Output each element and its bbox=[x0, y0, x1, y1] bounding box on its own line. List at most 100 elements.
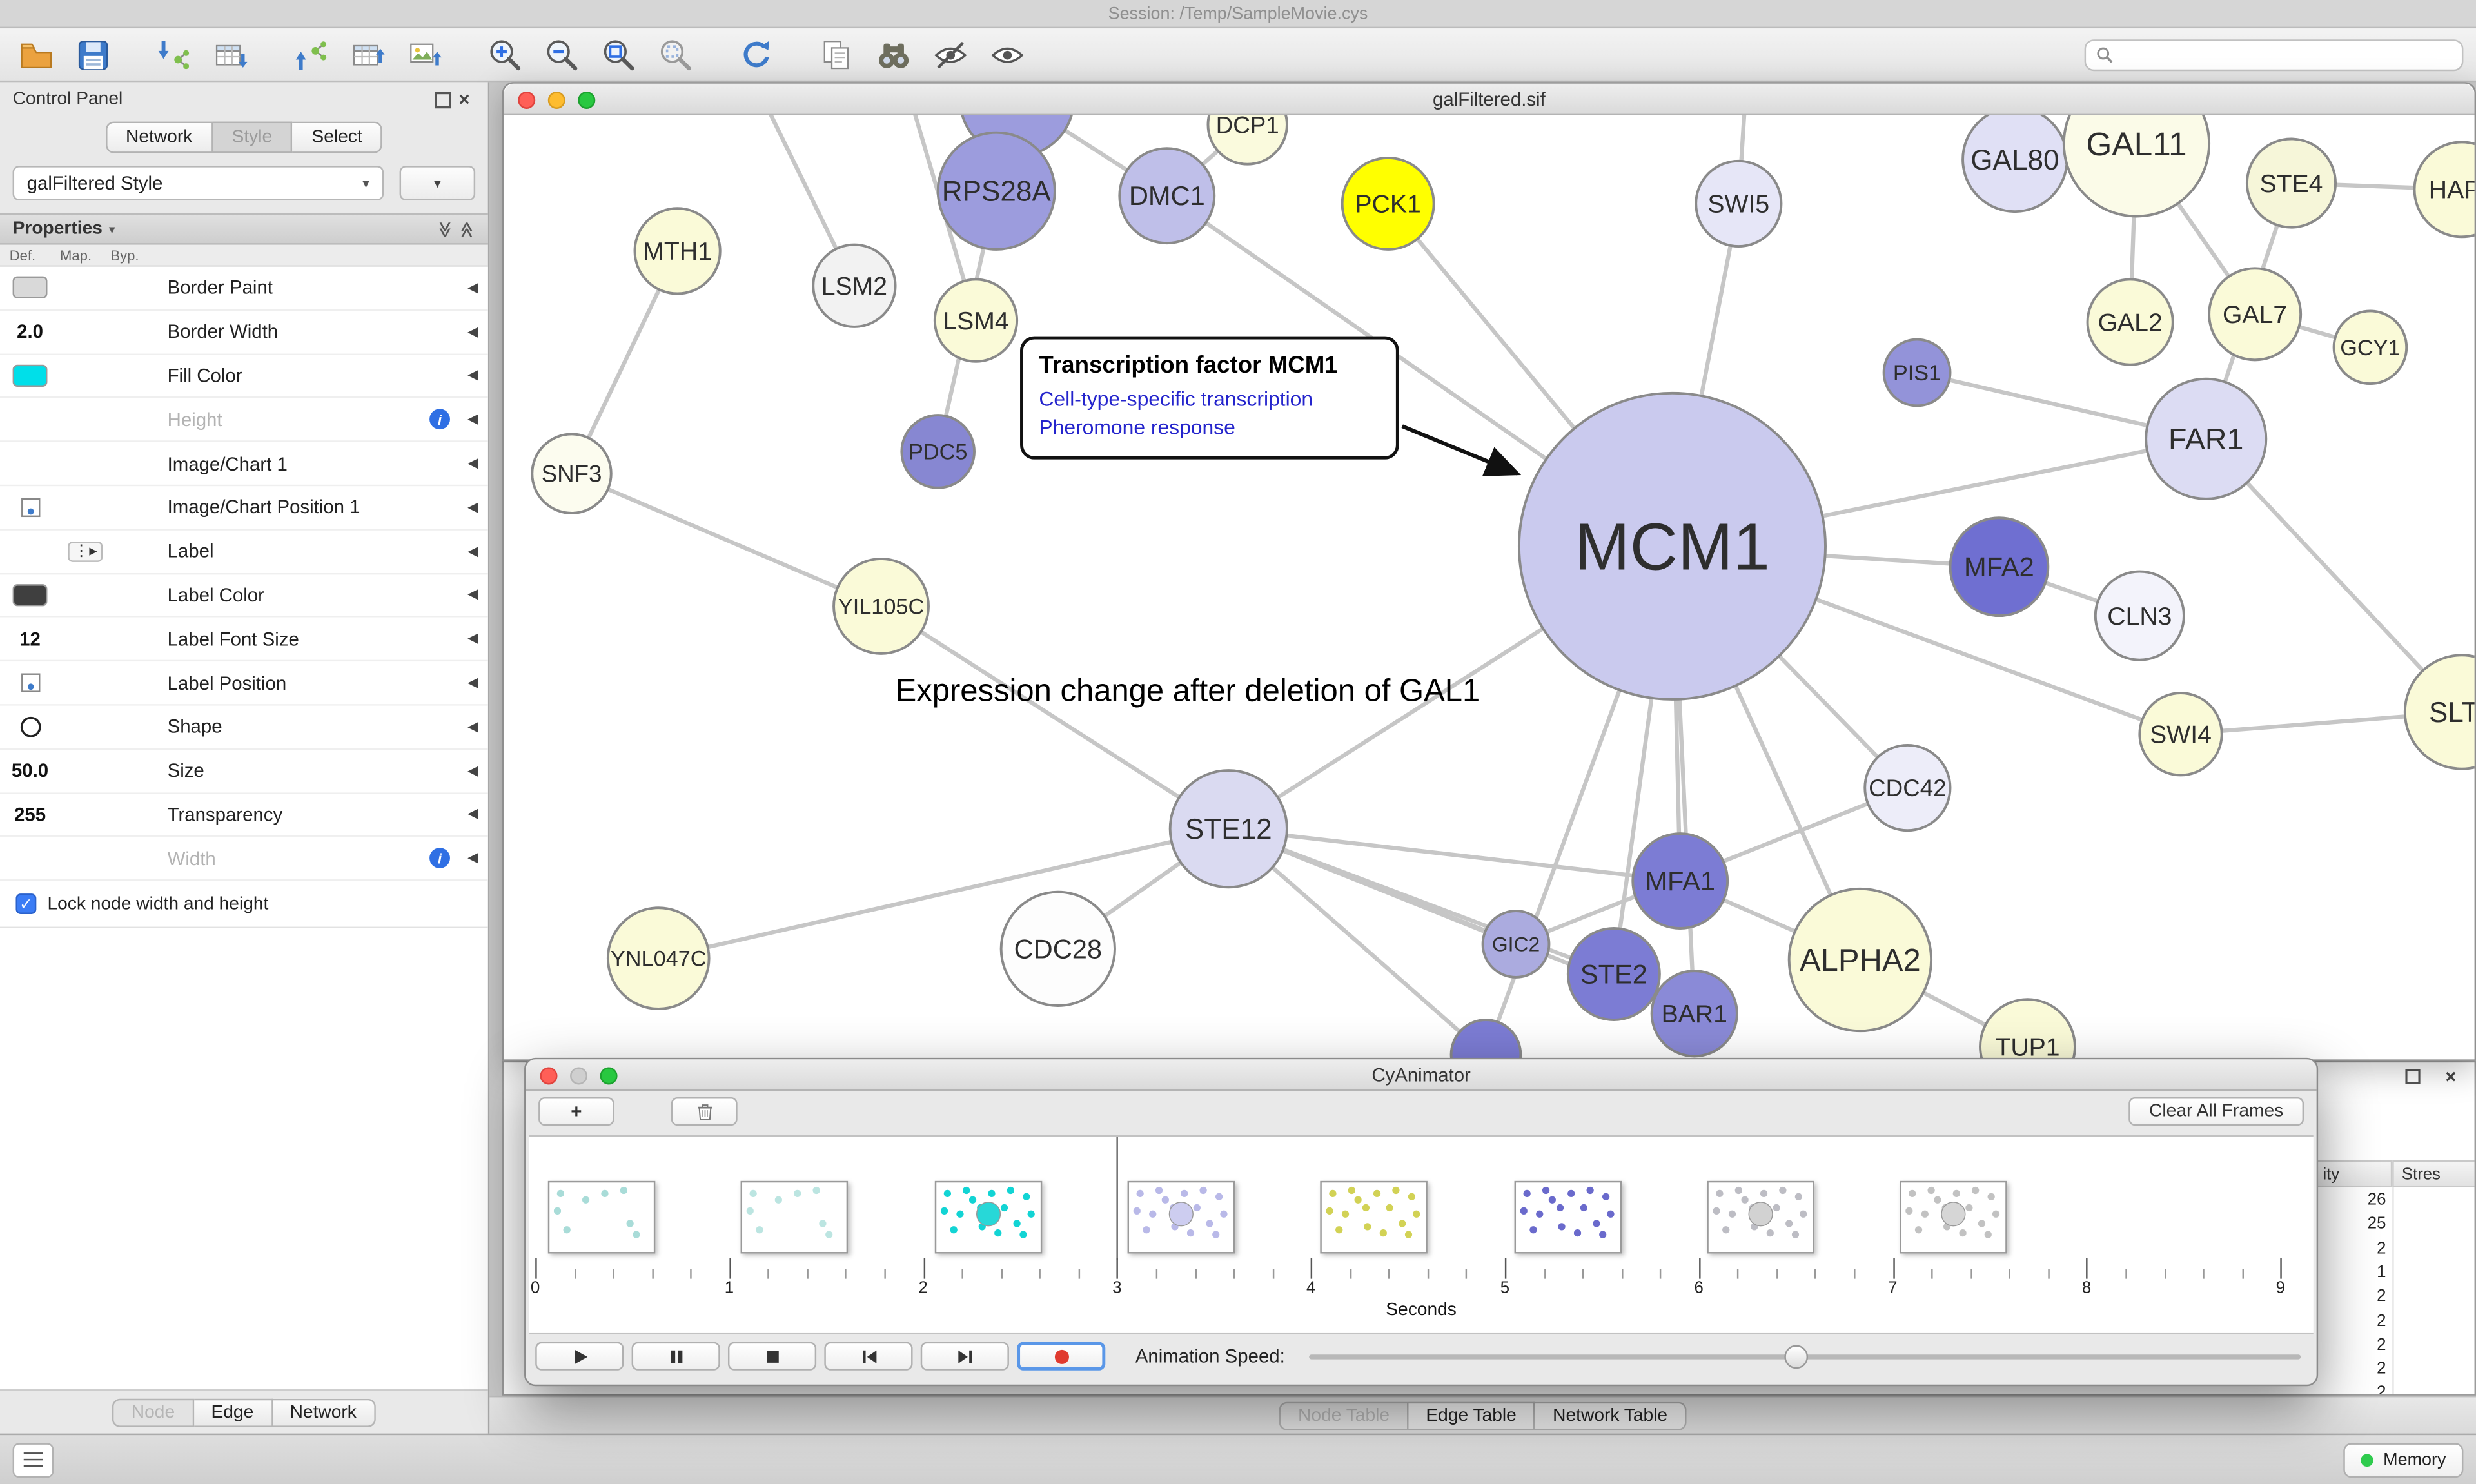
tab-edge[interactable]: Edge bbox=[193, 1398, 273, 1427]
network-node-GIC2[interactable] bbox=[1481, 910, 1551, 979]
expand-row-icon[interactable]: ◀ bbox=[467, 542, 479, 559]
network-node-DMC1[interactable] bbox=[1118, 147, 1216, 245]
zoom-in-button[interactable] bbox=[482, 32, 529, 77]
close-window-icon[interactable] bbox=[518, 90, 536, 108]
network-node-MFA2[interactable] bbox=[1949, 516, 2050, 618]
property-row-shape[interactable]: Shape◀ bbox=[0, 705, 488, 750]
table-column-header[interactable]: ity bbox=[2313, 1160, 2393, 1187]
default-value-cell[interactable] bbox=[0, 584, 60, 607]
delete-frame-button[interactable] bbox=[671, 1097, 738, 1126]
expand-row-icon[interactable]: ◀ bbox=[467, 498, 479, 515]
network-node-GAL11[interactable] bbox=[2062, 115, 2211, 218]
network-canvas[interactable]: RPS28BRPS28ADMC1DCP1PCK1SWI5GAL80GAL11ST… bbox=[504, 115, 2475, 1060]
style-select[interactable]: galFiltered Style ▾ bbox=[12, 166, 384, 201]
tab-node-table[interactable]: Node Table bbox=[1279, 1401, 1409, 1430]
menu-list-button[interactable] bbox=[12, 1442, 54, 1478]
show-all-button[interactable] bbox=[984, 32, 1031, 77]
tab-select[interactable]: Select bbox=[293, 121, 383, 153]
skip-to-end-button[interactable] bbox=[920, 1342, 1009, 1371]
network-window-titlebar[interactable]: galFiltered.sif bbox=[504, 83, 2475, 115]
network-node-TUP1[interactable] bbox=[1979, 998, 2076, 1060]
table-column-header[interactable]: Stres bbox=[2392, 1160, 2475, 1187]
network-node-NODEP[interactable] bbox=[1449, 1019, 1522, 1060]
record-button[interactable] bbox=[1017, 1342, 1106, 1371]
expand-row-icon[interactable]: ◀ bbox=[467, 762, 479, 778]
expand-row-icon[interactable]: ◀ bbox=[467, 279, 479, 295]
refresh-layout-button[interactable] bbox=[732, 32, 780, 77]
default-value-cell[interactable] bbox=[0, 277, 60, 299]
network-node-MTH1[interactable] bbox=[633, 207, 722, 295]
default-value-cell[interactable] bbox=[0, 672, 60, 693]
frame-thumbnail-5[interactable] bbox=[1513, 1180, 1621, 1254]
slider-thumb[interactable] bbox=[1783, 1344, 1808, 1369]
tab-edge-table[interactable]: Edge Table bbox=[1408, 1401, 1536, 1430]
close-window-icon[interactable] bbox=[540, 1066, 558, 1084]
minimize-window-icon[interactable] bbox=[570, 1066, 588, 1084]
zoom-selected-button[interactable] bbox=[652, 32, 699, 77]
close-panel-icon[interactable]: × bbox=[458, 88, 470, 111]
default-value-cell[interactable] bbox=[0, 715, 60, 739]
annotation-box[interactable]: Transcription factor MCM1 Cell-type-spec… bbox=[1020, 336, 1399, 460]
expand-all-icon[interactable]: ≫ bbox=[458, 220, 476, 237]
expand-row-icon[interactable]: ◀ bbox=[467, 630, 479, 647]
default-value-cell[interactable]: 2.0 bbox=[0, 321, 60, 343]
frame-thumbnail-1[interactable] bbox=[741, 1180, 849, 1254]
properties-header[interactable]: Properties ▾ ≫ ≫ bbox=[0, 213, 488, 245]
app-titlebar[interactable]: Session: /Temp/SampleMovie.cys bbox=[0, 0, 2476, 29]
network-node-GAL2[interactable] bbox=[2086, 278, 2174, 366]
clear-all-frames-button[interactable]: Clear All Frames bbox=[2128, 1097, 2304, 1126]
network-node-GCY1[interactable] bbox=[2332, 309, 2408, 386]
mapping-cell[interactable]: ⋮▸ bbox=[60, 541, 110, 562]
float-panel-icon[interactable] bbox=[431, 88, 453, 110]
frame-thumbnail-0[interactable] bbox=[547, 1180, 656, 1254]
frame-thumbnail-3[interactable] bbox=[1127, 1180, 1235, 1254]
network-node-FAR1[interactable] bbox=[2145, 377, 2268, 500]
import-network-button[interactable] bbox=[150, 32, 197, 77]
expand-row-icon[interactable]: ◀ bbox=[467, 411, 479, 427]
open-session-button[interactable] bbox=[13, 32, 60, 77]
skip-to-start-button[interactable] bbox=[824, 1342, 913, 1371]
network-node-CDC28[interactable] bbox=[999, 890, 1116, 1007]
play-button[interactable] bbox=[535, 1342, 624, 1371]
network-node-CLN3[interactable] bbox=[2094, 570, 2185, 661]
zoom-out-button[interactable] bbox=[538, 32, 585, 77]
network-node-SWI5[interactable] bbox=[1695, 159, 1783, 248]
annotation-link[interactable]: Pheromone response bbox=[1039, 415, 1235, 440]
network-node-MCM1[interactable] bbox=[1517, 391, 1827, 701]
default-value-cell[interactable]: 255 bbox=[0, 803, 60, 825]
tab-network-table[interactable]: Network Table bbox=[1535, 1401, 1687, 1430]
import-table-button[interactable] bbox=[207, 32, 254, 77]
cyanimator-titlebar[interactable]: CyAnimator bbox=[526, 1059, 2317, 1091]
network-node-RPS28A[interactable] bbox=[936, 131, 1056, 251]
network-node-GAL7[interactable] bbox=[2208, 267, 2303, 362]
default-value-cell[interactable] bbox=[0, 364, 60, 387]
expand-row-icon[interactable]: ◀ bbox=[467, 718, 479, 734]
add-frame-button[interactable]: + bbox=[538, 1097, 614, 1126]
annotation-link[interactable]: Cell-type-specific transcription bbox=[1039, 387, 1313, 411]
network-node-YNL047C[interactable] bbox=[606, 906, 711, 1010]
frame-thumbnail-6[interactable] bbox=[1706, 1180, 1814, 1254]
tab-node[interactable]: Node bbox=[112, 1398, 194, 1427]
canvas-caption[interactable]: Expression change after deletion of GAL1 bbox=[895, 674, 1480, 709]
property-row-border-paint[interactable]: Border Paint◀ bbox=[0, 266, 488, 311]
export-table-button[interactable] bbox=[344, 32, 391, 77]
tab-network[interactable]: Network bbox=[272, 1398, 376, 1427]
search-input[interactable] bbox=[2084, 39, 2464, 70]
expand-row-icon[interactable]: ◀ bbox=[467, 586, 479, 603]
property-row-label-position[interactable]: Label Position◀ bbox=[0, 661, 488, 706]
expand-row-icon[interactable]: ◀ bbox=[467, 806, 479, 822]
network-node-STE4[interactable] bbox=[2245, 137, 2337, 229]
network-node-PIS1[interactable] bbox=[1882, 338, 1952, 407]
animation-speed-slider[interactable] bbox=[1308, 1342, 2301, 1371]
info-icon[interactable]: i bbox=[429, 409, 450, 430]
zoom-window-icon[interactable] bbox=[578, 90, 596, 108]
frame-thumbnail-7[interactable] bbox=[1900, 1180, 2007, 1254]
hide-selected-button[interactable] bbox=[927, 32, 974, 77]
default-value-cell[interactable]: 50.0 bbox=[0, 759, 60, 781]
network-node-LSM4[interactable] bbox=[933, 278, 1019, 363]
zoom-window-icon[interactable] bbox=[600, 1066, 618, 1084]
network-node-BAR1[interactable] bbox=[1650, 970, 1738, 1058]
